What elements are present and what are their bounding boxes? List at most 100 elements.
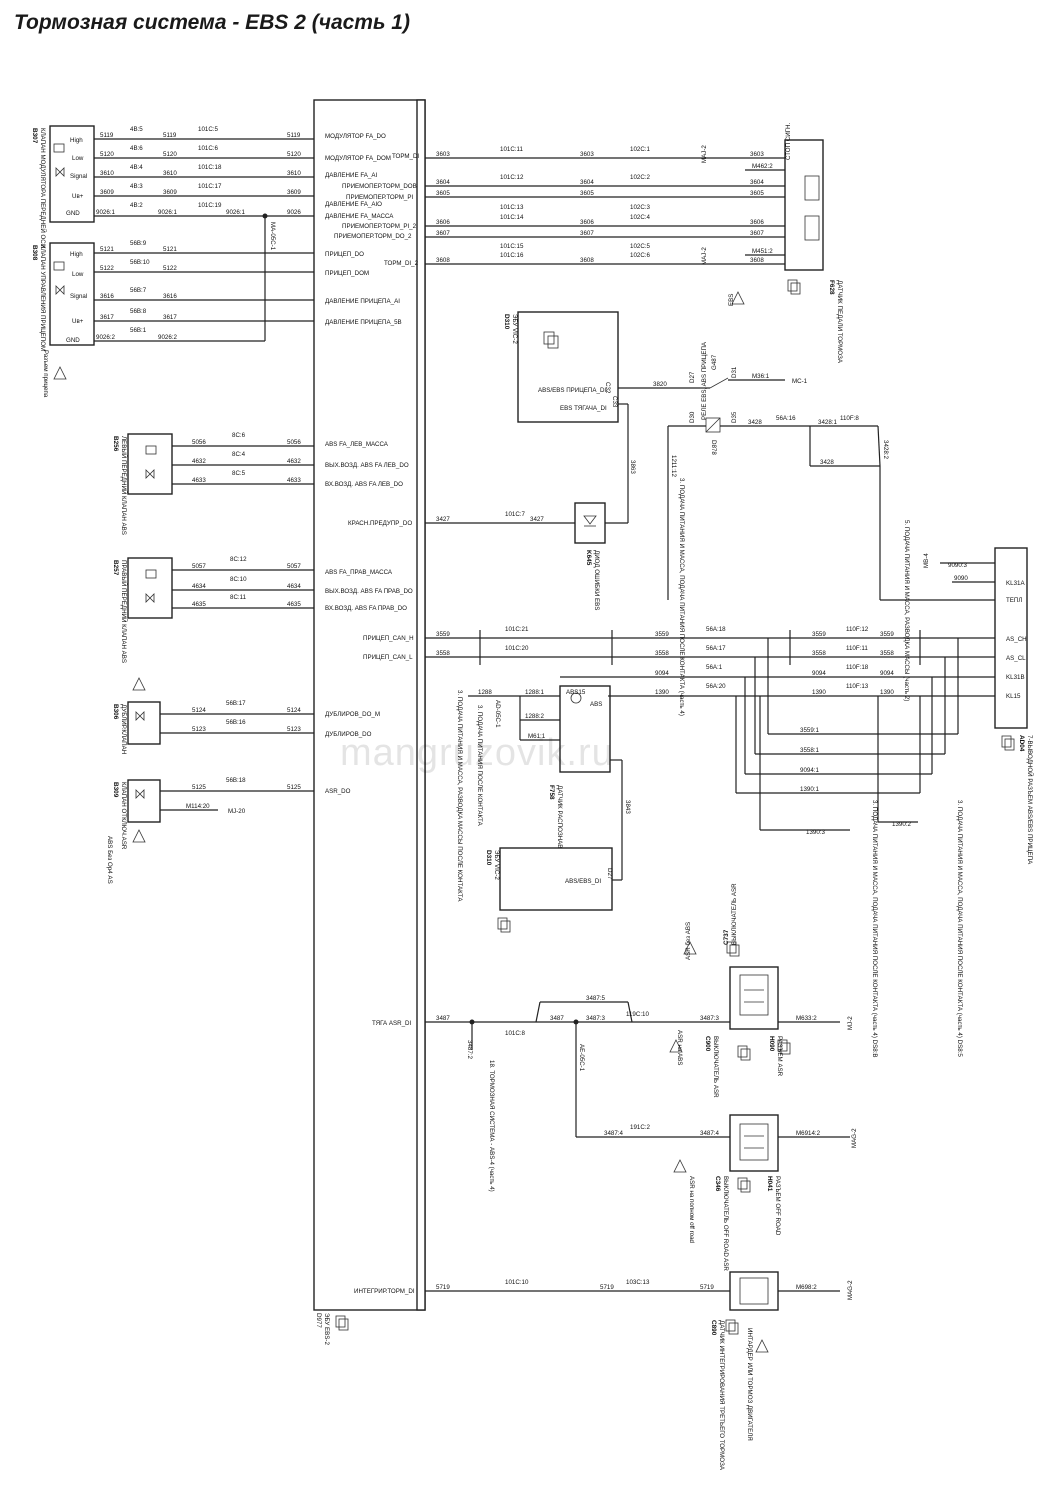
wire-number: 4633 (287, 477, 301, 484)
ground-label: MJ-20 (228, 808, 246, 815)
pin-label: ПРИЦЕП_CAN_L (363, 654, 413, 661)
pin-code: D35 (731, 411, 738, 423)
wire-number: 3559 (880, 631, 894, 638)
wire-number: 3487:4 (604, 1130, 623, 1137)
pin-code: C33 (611, 396, 618, 408)
connector-label: 4B:5 (130, 126, 143, 133)
switch-c346: C346 ВЫКЛЮЧАТЕЛЬ OFF ROAD ASR H041 РАЗЪЕ… (673, 1114, 858, 1271)
pin-label: ABS/EBS_DI (565, 878, 601, 885)
wire-number: 3605 (580, 190, 594, 197)
note-abs-asr: ABS Без Ор4 AS (106, 836, 113, 884)
wire-number: 1288:2 (525, 713, 544, 720)
connector-label: 119C:10 (626, 1011, 649, 1018)
connector-label: 101C:20 (505, 645, 529, 652)
connector-label: 8C:10 (230, 576, 247, 583)
connector-label: 56B:16 (226, 719, 246, 726)
component-id: H090 (768, 1036, 775, 1052)
ground-label: MAJ-2 (701, 145, 708, 163)
wire-number: 5120 (100, 151, 114, 158)
pin-label: ДАВЛЕНИЕ FA_AIO (325, 201, 382, 208)
connector-label: 56A:20 (706, 683, 726, 690)
wire-number: 3820 (653, 381, 667, 388)
component-desc: РАЗЪЕМ АSR (776, 1036, 783, 1077)
connector-label: 4B:6 (130, 145, 143, 152)
trailer-connector-note: Разъем прицепа (42, 350, 49, 398)
pin-code: D27 (689, 371, 696, 383)
component-b306: B306 ДУБЛИР.КЛАПАН (112, 701, 161, 754)
pin-name: Low (72, 155, 84, 162)
pin-label: МОДУЛЯТОР FA_DOM (325, 155, 391, 162)
page-title: Тормозная система - EBS 2 (часть 1) (14, 11, 410, 34)
wire-number: 5124 (287, 707, 301, 714)
tap-label: 9094:1 (800, 767, 819, 774)
pin-label: ДУБЛИРОВ_DO (325, 731, 372, 738)
relay-desc: РЕЛЕ EBS, ABS ПРИЦЕПА (701, 341, 708, 420)
wire-number: 5056 (192, 439, 206, 446)
component-desc: ЛЕВЫЙ ПЕРЕДНИЙ КЛАПАН ABS (120, 436, 128, 535)
relay-g487: G487 РЕЛЕ EBS, ABS ПРИЦЕПА M36:1 MC-1 D8… (667, 341, 995, 716)
wire-number: 3617 (100, 314, 114, 321)
connector-label: 56B:1 (130, 327, 147, 334)
component-id: F628 (828, 280, 835, 295)
pin-name: Signal (70, 173, 87, 180)
wire-number: 3863 (629, 460, 636, 474)
connector-label: 101C:18 (198, 164, 222, 171)
component-id: B308 (31, 245, 38, 261)
pin-label: EBS ТЯГАЧА_DI (560, 405, 607, 412)
component-id: C737 (723, 929, 730, 945)
connector-label: 101C:8 (505, 1030, 526, 1037)
ma-label: MA-05C-1 (269, 222, 276, 251)
pin-label: ТЕПЛ (1006, 597, 1022, 604)
connector-label: 8C:12 (230, 556, 247, 563)
component-desc: ДИОД ОШИБКИ EBS (593, 550, 600, 610)
connector-label: 101C:12 (500, 174, 524, 181)
wire-number: 5057 (287, 563, 301, 570)
pin-label: ДАВЛЕНИЕ FA_AI (325, 172, 377, 179)
component-id: B307 (31, 128, 38, 144)
wire-number: 3558 (436, 650, 450, 657)
wire-number: 1390 (880, 689, 894, 696)
wire-number: 3610 (163, 170, 177, 177)
ground-wire: 9026:2 (158, 334, 177, 341)
component-b256: B256 ЛЕВЫЙ ПЕРЕДНИЙ КЛАПАН ABS (112, 433, 173, 535)
wire-number: 5122 (100, 265, 114, 272)
component-desc: ЭБУ VIC-2 (511, 314, 518, 344)
ground-wire: 9026:1 (158, 209, 177, 216)
connector-label: 56A:16 (776, 415, 796, 422)
wire-number: 3608 (750, 257, 764, 264)
pin-label: ДАВЛЕНИЕ ПРИЦЕПА_AI (325, 298, 400, 305)
wire-number: 3487:2 (466, 1040, 473, 1059)
wire-number: 1288 (478, 689, 492, 696)
ground-label: M114:20 (186, 803, 210, 810)
connector-label: 110F:12 (846, 626, 869, 633)
connector-label: 56A:17 (706, 645, 726, 652)
pin-label: ВХ.ВОЗД. ABS FA ПРАВ_DO (325, 605, 407, 612)
connector-label: 101C:16 (500, 252, 524, 259)
component-b308: B308 КЛАПАН УПРАВЛЕНИЯ ПРИЦЕПОМ High Low… (31, 242, 95, 351)
ground-label: MAJ-2 (701, 247, 708, 265)
connector-label: 102C:1 (630, 146, 651, 153)
connector-label: 4B:4 (130, 164, 143, 171)
connector-label: 56B:8 (130, 308, 147, 315)
wire-number: 4632 (192, 458, 206, 465)
connector-label: 56B:9 (130, 240, 147, 247)
pin-label: ПРИЦЕП_DO (325, 251, 364, 258)
pin-label: ПРИЕМОПЕР.ТОРМ_PI_2 (342, 223, 417, 230)
note: ASR на ABS (676, 1030, 683, 1065)
wire-number: 3604 (580, 179, 594, 186)
pin-label: ВЫХ.ВОЗД. ABS FA ПРАВ_DO (325, 588, 413, 595)
pin-code: D27 (606, 868, 613, 880)
wire-number: 3427 (530, 516, 544, 523)
ad04-note: 5. ПОДАЧА ПИТАНИЯ И МАССА, РАЗВОДКА МАСС… (903, 520, 910, 701)
connector-label: 102C:2 (630, 174, 651, 181)
central-unit-d977: D977 ЭБУ EBS-2 МОДУЛЯТОР FA_DO МОДУЛЯТОР… (313, 99, 426, 1345)
connector-label: 4B:3 (130, 183, 143, 190)
connector-label: 101C:13 (500, 204, 524, 211)
central-unit-sub: ЭБУ EBS-2 (323, 1313, 330, 1345)
left-wires (94, 138, 314, 811)
stop-label: СТОП СИГН. (785, 123, 792, 160)
ad-label: AD-05C-1 (494, 700, 501, 728)
wire-number: 3603 (750, 151, 764, 158)
asr-note: 18. ТОРМОЗНАЯ СИСТЕМА - ABS-4 (часть 4) (488, 1060, 495, 1192)
connector-label: 103C:13 (626, 1279, 650, 1286)
